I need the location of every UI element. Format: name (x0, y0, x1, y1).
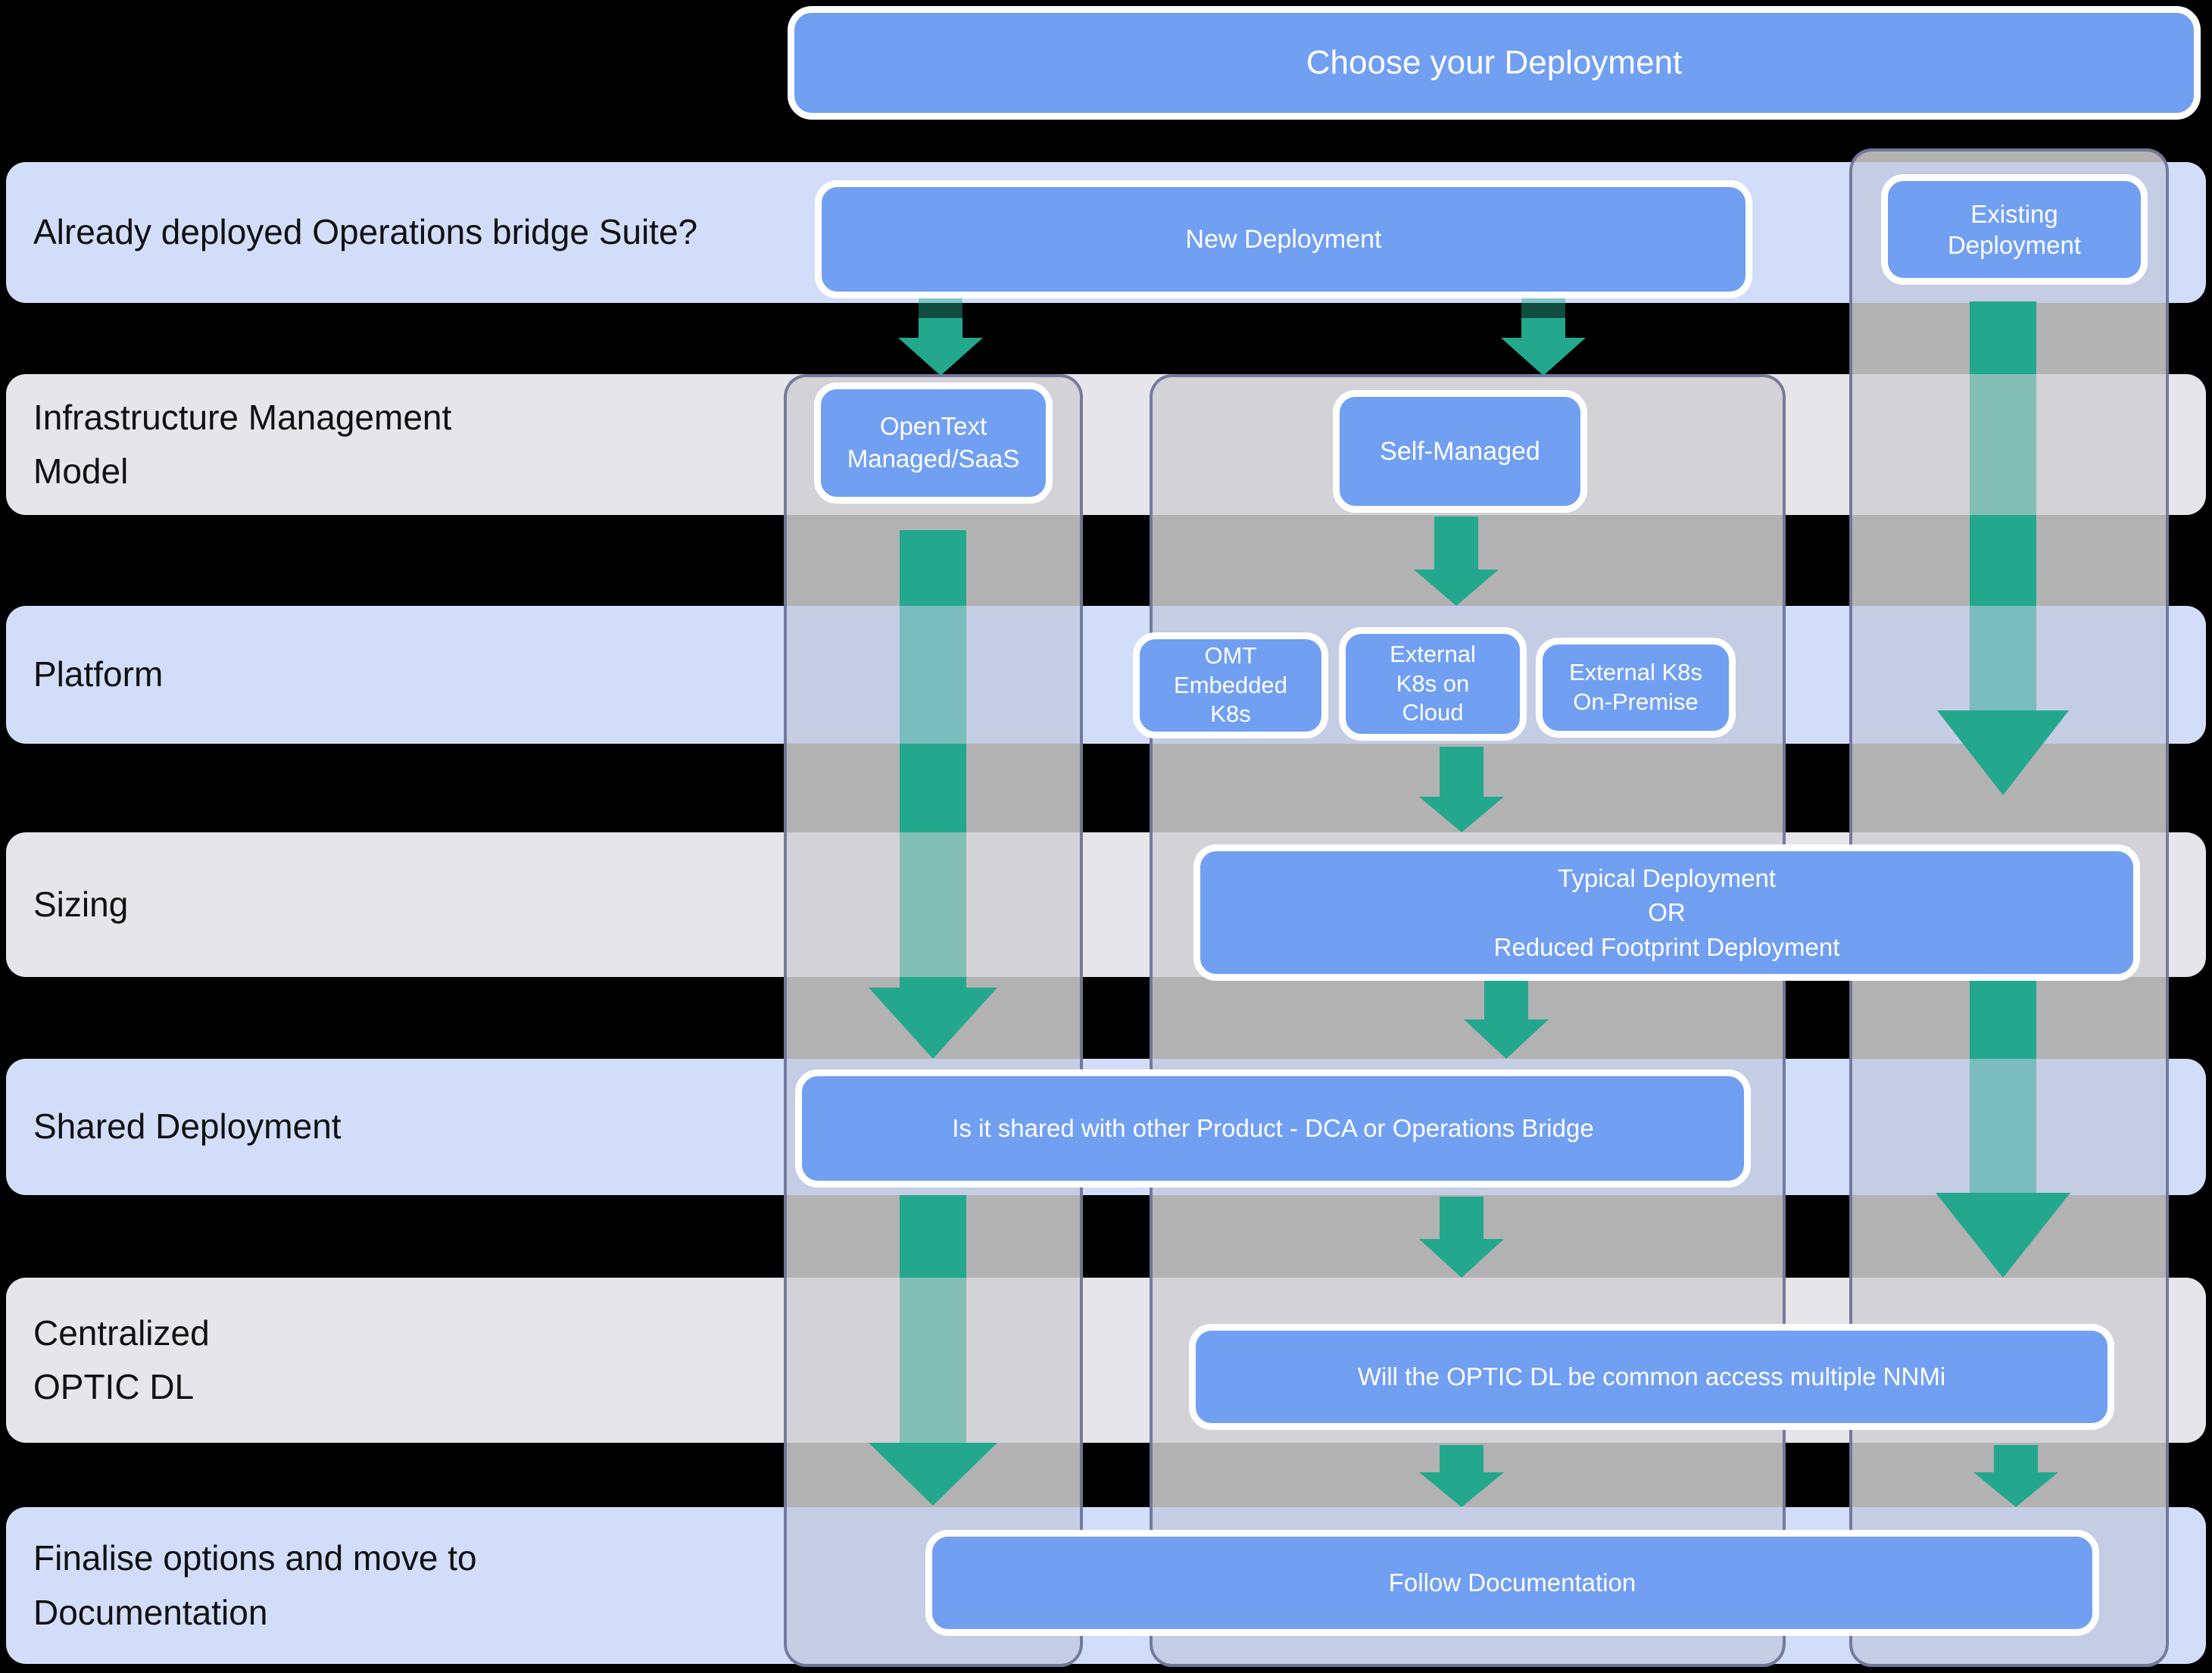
existing-deployment-box[interactable]: Existing Deployment (1881, 174, 2148, 285)
arrow-segment (900, 1278, 966, 1443)
omt-embedded-k8s-box[interactable]: OMT Embedded K8s (1133, 632, 1328, 738)
row-label-infrastructure-model: Infrastructure Management Model (33, 397, 452, 491)
arrow-segment (1440, 1445, 1484, 1472)
arrow-segment (1484, 980, 1528, 1019)
arrow-segment (900, 530, 966, 606)
row-label-platform: Platform (33, 654, 164, 694)
follow-documentation-box[interactable]: Follow Documentation (925, 1530, 2099, 1636)
opentext-managed-saas-box[interactable]: OpenText Managed/SaaS (814, 382, 1053, 504)
arrow-segment (1970, 1059, 2036, 1193)
arrow-segment (1970, 515, 2036, 606)
row-label-sizing: Sizing (33, 884, 129, 924)
arrow-segment (1994, 1445, 2038, 1472)
external-k8s-on-premise-box[interactable]: External K8s On-Premise (1536, 638, 1736, 738)
row-label-finalise: Finalise options and move to Documentati… (33, 1538, 477, 1632)
arrow-segment (1440, 1197, 1484, 1239)
arrow-segment (1970, 374, 2036, 515)
row-label-shared-deployment: Shared Deployment (33, 1106, 342, 1147)
self-managed-box[interactable]: Self-Managed (1333, 390, 1587, 513)
optic-dl-common-access-box[interactable]: Will the OPTIC DL be common access multi… (1189, 1324, 2114, 1430)
arrow-segment (900, 606, 966, 744)
typical-or-reduced-footprint-box[interactable]: Typical Deployment OR Reduced Footprint … (1193, 844, 2140, 981)
arrow-segment (1970, 979, 2036, 1059)
row-label-already-deployed: Already deployed Operations bridge Suite… (33, 212, 698, 252)
row-band-platform: Platform (6, 606, 2206, 744)
arrow-segment (900, 832, 966, 977)
row-band-infrastructure-model: Infrastructure Management Model (6, 374, 2206, 515)
arrow-segment (900, 1195, 966, 1278)
title-choose-your-deployment: Choose your Deployment (788, 6, 2201, 120)
new-deployment-box[interactable]: New Deployment (815, 180, 1752, 298)
arrow-segment (1970, 301, 2036, 374)
arrow-segment (1434, 517, 1478, 570)
arrow-segment (1521, 318, 1565, 338)
external-k8s-on-cloud-box[interactable]: External K8s on Cloud (1339, 627, 1527, 741)
is-it-shared-box[interactable]: Is it shared with other Product - DCA or… (795, 1069, 1751, 1188)
arrow-head (898, 338, 983, 376)
arrow-segment (900, 744, 966, 832)
row-label-centralized-optic-dl: Centralized OPTIC DL (33, 1312, 210, 1406)
arrow-head (1501, 338, 1586, 376)
arrow-segment (900, 977, 966, 988)
arrow-segment (919, 318, 962, 338)
arrow-segment (1970, 606, 2036, 710)
arrow-segment (1521, 298, 1565, 318)
arrow-segment (1440, 747, 1484, 797)
arrow-segment (919, 298, 962, 318)
